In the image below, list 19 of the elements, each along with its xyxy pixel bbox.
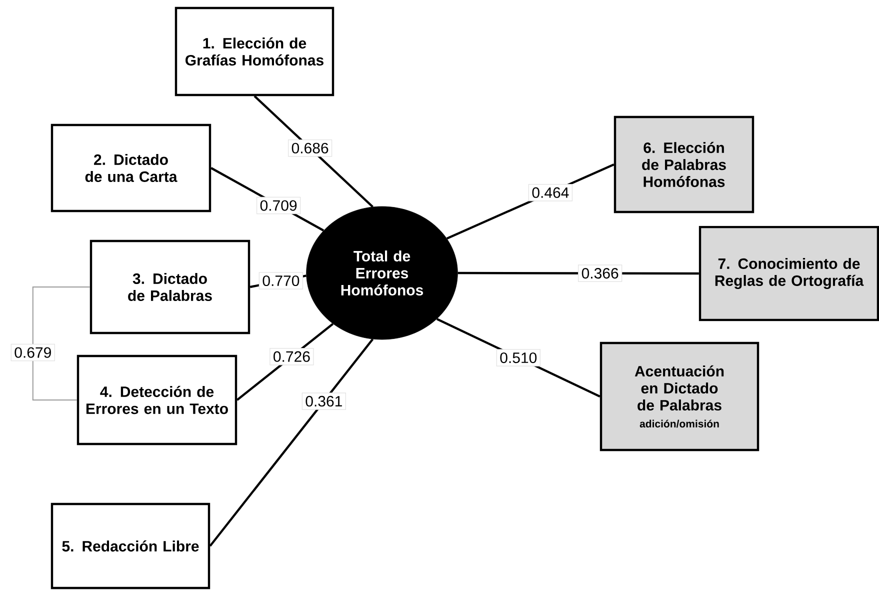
edge-label: 0.726	[270, 348, 314, 366]
edge-label: 0.361	[302, 392, 346, 410]
edge-label: 0.686	[288, 140, 332, 157]
edge-label: 0.770	[258, 272, 304, 290]
connector-line	[209, 338, 374, 547]
text-box: 2. Dictado de una Carta	[50, 124, 212, 212]
edge-label: 0.679	[10, 344, 55, 362]
text-box: 5. Redacción Libre	[50, 502, 210, 590]
text-box: 7. Conocimiento de Reglas de Ortografía	[698, 226, 879, 322]
edge-label: 0.464	[528, 184, 573, 202]
text-box: Acentuación en Dictado de Palabras adición/omisión	[600, 342, 760, 452]
edge-label: 0.510	[496, 349, 540, 366]
edge-label: 0.709	[256, 196, 301, 214]
text-box: 3. Dictado de Palabras	[90, 240, 250, 334]
connector-line	[32, 286, 90, 400]
text-box: 6. Elección de Palabras Homófonas	[614, 116, 754, 214]
text-box: 1. Elección de Grafías Homófonas	[174, 6, 334, 96]
text-box: 4. Detección de Errores en un Texto	[76, 354, 238, 446]
edge-label: 0.366	[578, 264, 622, 282]
